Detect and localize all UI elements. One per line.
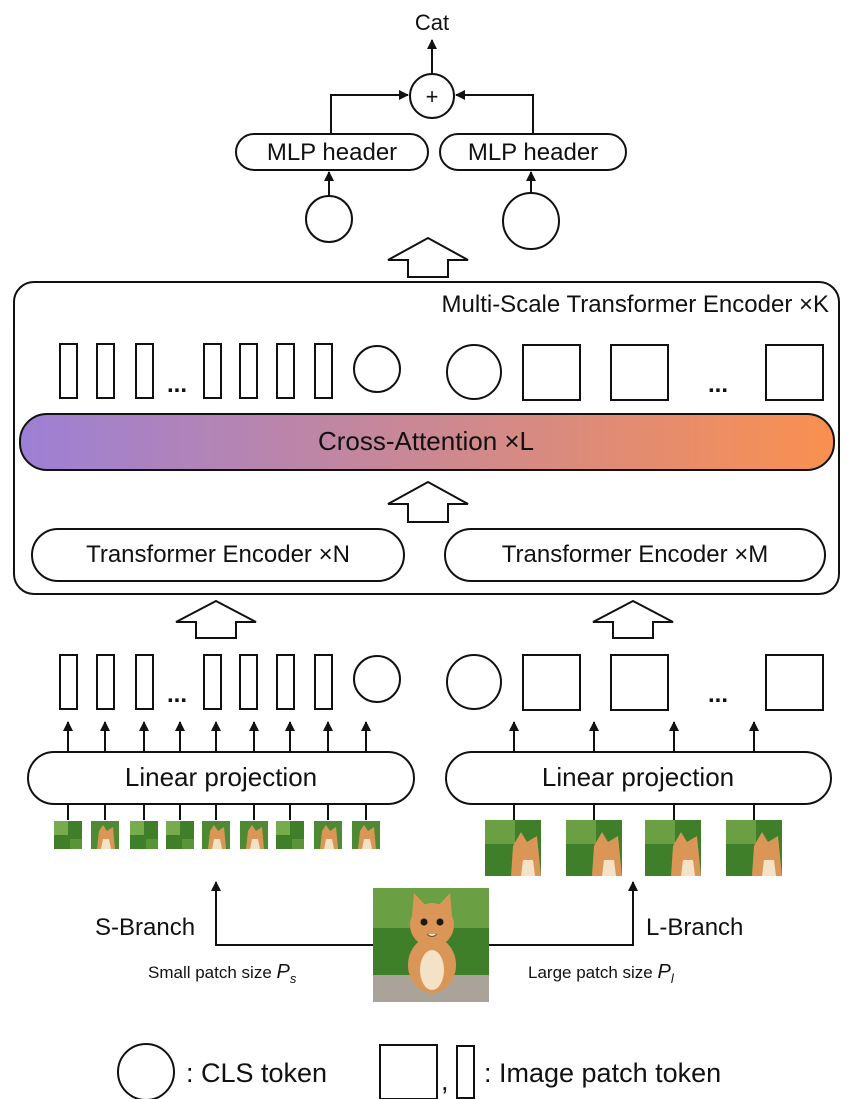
multi-scale-encoder-title: Multi-Scale Transformer Encoder ×K	[442, 291, 829, 318]
cross-attention-label: Cross-Attention ×L	[318, 426, 534, 456]
l-branch-up-arrow	[592, 599, 674, 639]
small-patch-caption: Small patch size Ps	[148, 961, 297, 986]
l-tokens-ellipsis: ...	[708, 681, 728, 708]
encoder-s-ellipsis: ...	[167, 371, 187, 398]
large-patch-image	[485, 820, 541, 876]
encoder-s-patch-token	[314, 343, 333, 399]
encoder-s-patch-token	[239, 343, 258, 399]
small-patch-image	[202, 821, 230, 849]
l-branch-arrow	[489, 881, 638, 946]
legend-patch-token-tall-icon	[456, 1045, 475, 1099]
large-patch-subscript: l	[671, 971, 675, 986]
encoder-l-patch-token	[610, 344, 669, 401]
s-cls-token	[353, 655, 401, 703]
legend-cls-token-label: : CLS token	[186, 1058, 327, 1088]
linear-projection-l	[445, 751, 832, 805]
mlp-header-left	[235, 133, 429, 171]
mlp-header-right	[439, 133, 627, 171]
l-patch-token	[610, 654, 669, 711]
encoder-s-patch-token	[276, 343, 295, 399]
large-patch-symbol: P	[657, 961, 671, 983]
small-patch-image	[314, 821, 342, 849]
transformer-encoder-l-label: Transformer Encoder ×M	[502, 541, 769, 568]
encoder-l-ellipsis: ...	[708, 371, 728, 398]
encoder-l-cls-token	[446, 344, 502, 400]
small-patch-image	[166, 821, 194, 849]
l-cls-token	[446, 654, 502, 710]
encoder-s-patch-token	[203, 343, 222, 399]
s-patch-token	[203, 654, 222, 710]
legend-separator: ,	[441, 1066, 449, 1096]
mlp-header-left-label: MLP header	[267, 139, 397, 166]
output-label: Cat	[415, 10, 449, 35]
large-patch-caption: Large patch size Pl	[528, 961, 675, 986]
encoder-s-patch-token	[96, 343, 115, 399]
transformer-encoder-s-label: Transformer Encoder ×N	[86, 541, 350, 568]
small-patch-image	[54, 821, 82, 849]
s-branch-label: S-Branch	[95, 914, 195, 941]
mlp-header-right-label: MLP header	[468, 139, 598, 166]
l-projection-input-ticks	[513, 804, 755, 820]
encoder-l-tokens	[446, 344, 824, 401]
s-patch-token	[135, 654, 154, 710]
large-patch-image	[566, 820, 622, 876]
small-patch-subscript: s	[290, 971, 297, 986]
cls-token-s-output	[305, 195, 353, 243]
s-patch-token	[59, 654, 78, 710]
sum-node	[409, 73, 455, 119]
small-image-patches	[54, 821, 380, 849]
s-patch-token	[276, 654, 295, 710]
sum-symbol: +	[426, 84, 439, 109]
large-patch-image	[645, 820, 701, 876]
small-patch-caption-text: Small patch size	[148, 963, 277, 982]
l-patch-token	[522, 654, 581, 711]
input-cat-image	[373, 888, 489, 1002]
l-projection-output-arrows	[509, 721, 759, 752]
s-patch-token	[314, 654, 333, 710]
l-patch-token	[765, 654, 824, 711]
s-patch-token	[239, 654, 258, 710]
encoder-l-patch-token	[765, 344, 824, 401]
s-projection-input-ticks	[67, 804, 367, 820]
encoder-s-tokens	[59, 343, 401, 399]
s-branch-tokens	[59, 654, 401, 710]
encoder-s-cls-token	[353, 345, 401, 393]
s-branch-arrow	[211, 881, 373, 946]
small-patch-image	[91, 821, 119, 849]
legend-patch-token-square-icon	[379, 1044, 438, 1099]
s-projection-output-arrows	[63, 721, 371, 752]
mlp-left-to-sum-arrow	[330, 90, 409, 134]
mlp-right-to-sum-arrow	[455, 90, 534, 134]
s-patch-token	[96, 654, 115, 710]
small-patch-image	[276, 821, 304, 849]
encoder-l-patch-token	[522, 344, 581, 401]
encoder-output-up-arrow	[387, 236, 469, 278]
cross-attention-input-arrow	[387, 480, 469, 523]
small-patch-symbol: P	[277, 961, 291, 983]
linear-projection-s	[27, 751, 415, 805]
s-branch-up-arrow	[175, 599, 257, 639]
small-patch-image	[352, 821, 380, 849]
legend-patch-token-label: : Image patch token	[484, 1058, 721, 1088]
large-patch-caption-text: Large patch size	[528, 963, 657, 982]
linear-projection-s-label: Linear projection	[125, 762, 317, 792]
linear-projection-l-label: Linear projection	[542, 762, 734, 792]
l-branch-label: L-Branch	[646, 914, 743, 941]
encoder-s-patch-token	[59, 343, 78, 399]
cls-token-l-output	[502, 192, 560, 250]
l-branch-tokens	[446, 654, 824, 711]
transformer-encoder-s	[31, 528, 405, 582]
small-patch-image	[240, 821, 268, 849]
encoder-s-patch-token	[135, 343, 154, 399]
s-tokens-ellipsis: ...	[167, 681, 187, 708]
small-patch-image	[130, 821, 158, 849]
large-image-patches	[485, 820, 782, 876]
large-patch-image	[726, 820, 782, 876]
cross-attention-block	[19, 413, 835, 471]
legend-cls-token-icon	[117, 1043, 175, 1099]
transformer-encoder-l	[444, 528, 826, 582]
